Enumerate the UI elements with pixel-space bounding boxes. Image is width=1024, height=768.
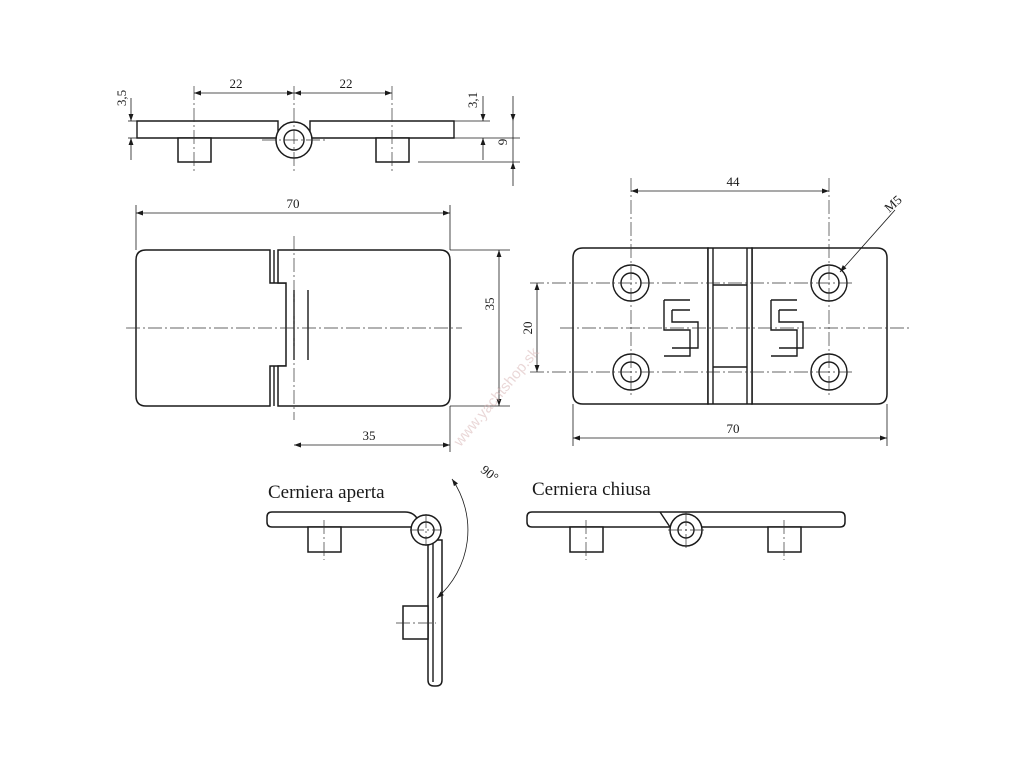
dim-front-half-35: 35 — [363, 428, 376, 443]
top-section-view: 22 22 3,5 3,1 9 — [114, 76, 520, 186]
dim-top-thickness-3-1: 3,1 — [465, 92, 480, 108]
fs-logo-right — [770, 299, 804, 357]
dim-front-height-35: 35 — [482, 298, 497, 311]
fs-logo-left — [663, 299, 699, 357]
closed-hinge-view: Cerniera chiusa — [526, 479, 846, 560]
dim-top-thickness-3-5: 3,5 — [114, 90, 129, 106]
dim-thread-m5: M5 — [881, 192, 904, 215]
dim-top-right-22: 22 — [340, 76, 353, 91]
front-view: 70 35 35 — [126, 196, 510, 452]
back-view: 44 20 70 M5 — [520, 174, 910, 446]
watermark: www.yachtshop.sk — [450, 344, 543, 451]
dim-back-width-70: 70 — [727, 421, 740, 436]
dim-angle-90: 90° — [478, 462, 502, 485]
dim-front-width-70: 70 — [287, 196, 300, 211]
caption-open-hinge: Cerniera aperta — [268, 482, 385, 503]
dim-back-hole-spacing-44: 44 — [727, 174, 741, 189]
dim-top-left-22: 22 — [230, 76, 243, 91]
dim-back-hole-spacing-20: 20 — [520, 322, 535, 335]
open-hinge-view: Cerniera aperta 90° — [266, 462, 502, 687]
dim-top-height-9: 9 — [495, 139, 510, 146]
caption-closed-hinge: Cerniera chiusa — [532, 479, 651, 500]
